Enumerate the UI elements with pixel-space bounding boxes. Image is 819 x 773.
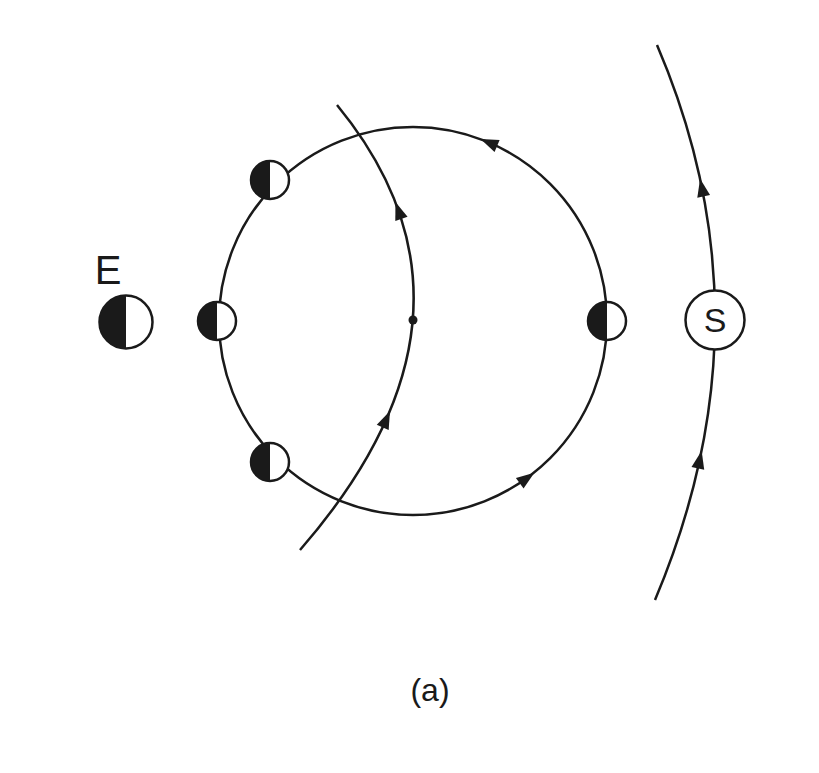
direction-arrowhead [481,139,500,152]
moon-disc [198,302,236,340]
disc-outline [100,296,153,349]
moon-shadow [198,302,217,340]
moon-phase [251,161,289,199]
sun-disc: S [684,289,746,351]
path-arc [300,105,414,550]
direction-arrowhead [395,202,407,221]
moon-disc [588,302,626,340]
moon-shadow [251,161,270,199]
moon-shadow [251,443,270,481]
moon-disc [251,443,289,481]
direction-arrowhead [692,451,705,470]
earth-disc: E [98,294,154,350]
moon-shadow [588,302,607,340]
moon-phase [251,443,289,481]
node-letter: E [95,250,122,290]
moon-disc [251,161,289,199]
moon-phase [588,302,626,340]
direction-arrowhead [377,411,390,430]
disc-outline [686,291,745,350]
disc-shadow [100,296,127,349]
moon-phase [198,302,236,340]
figure-label: (a) [410,674,449,706]
direction-arrowhead [697,179,710,198]
direction-arrowhead [516,473,534,489]
node-letter: S [704,303,727,337]
node-outline [98,294,154,350]
